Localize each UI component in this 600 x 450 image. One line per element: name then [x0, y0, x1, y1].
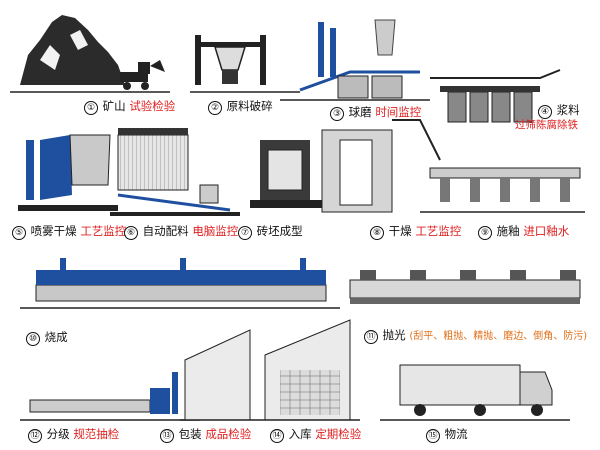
slurry-tanks-illustration: [430, 69, 561, 123]
step-13-number: ⑬: [160, 429, 174, 443]
step-14-note: 定期检验: [315, 427, 362, 441]
step-13-title: 包装: [178, 427, 202, 441]
glazing-line-illustration: [420, 167, 585, 213]
crusher-illustration: [190, 35, 300, 93]
step-12-title: 分级: [46, 427, 70, 441]
step-12-number: ⑫: [28, 429, 42, 443]
step-3-number: ③: [330, 107, 344, 121]
step-3-caption: ③ 球磨 时间监控: [330, 105, 421, 121]
step-14-number: ⑭: [270, 429, 284, 443]
step-1-number: ①: [84, 101, 98, 115]
step-5-note: 工艺监控: [80, 224, 127, 238]
step-1-title: 矿山: [102, 99, 126, 113]
step-5-title: 喷雾干燥: [30, 224, 77, 238]
polishing-line-illustration: [349, 270, 581, 304]
step-8-title: 干燥: [388, 224, 412, 238]
step-11-title: 抛光: [382, 328, 406, 342]
sorting-packing-illustration: [20, 372, 200, 421]
step-8-number: ⑧: [370, 226, 384, 240]
step-11-note: (刮平、粗抛、精抛、磨边、倒角、防污): [409, 331, 588, 342]
step-1-note: 试验检验: [129, 99, 176, 113]
step-6-note: 电脑监控: [192, 224, 239, 238]
step-10-title: 烧成: [44, 330, 68, 344]
step-11-number: ⑪: [364, 330, 378, 344]
spray-dryer-illustration: [18, 134, 118, 211]
step-14-title: 入库: [288, 427, 312, 441]
step-13-caption: ⑬ 包装 成品检验: [160, 427, 251, 443]
step-15-caption: ⑮ 物流: [426, 427, 468, 443]
step-9-note: 进口釉水: [523, 224, 570, 238]
step-11-caption: ⑪ 抛光 (刮平、粗抛、精抛、磨边、倒角、防污): [364, 328, 587, 344]
step-4-caption: ④ 浆料: [538, 103, 580, 119]
step-5-number: ⑤: [12, 226, 26, 240]
step-12-note: 规范抽检: [73, 427, 120, 441]
step-9-number: ⑨: [478, 226, 492, 240]
kiln-illustration: [20, 258, 340, 309]
step-13-note: 成品检验: [205, 427, 252, 441]
step-7-caption: ⑦ 砖坯成型: [238, 224, 303, 240]
step-2-title: 原料破碎: [226, 99, 273, 113]
step-9-caption: ⑨ 施釉 进口釉水: [478, 224, 569, 240]
step-10-caption: ⑩ 烧成: [26, 330, 68, 346]
logistics-truck-illustration: [380, 364, 570, 421]
step-8-caption: ⑧ 干燥 工艺监控: [370, 224, 461, 240]
batching-silos-illustration: [110, 128, 240, 216]
step-6-number: ⑥: [124, 226, 138, 240]
excavator-truck: [120, 60, 165, 90]
step-3-title: 球磨: [348, 105, 372, 119]
step-7-number: ⑦: [238, 226, 252, 240]
step-3-note: 时间监控: [375, 105, 422, 119]
dryer-illustration: [321, 119, 441, 213]
step-15-number: ⑮: [426, 429, 440, 443]
ball-mill-illustration: [280, 19, 430, 101]
step-6-caption: ⑥ 自动配料 电脑监控: [124, 224, 238, 240]
step-15-title: 物流: [444, 427, 468, 441]
step-4-number: ④: [538, 105, 552, 119]
step-9-title: 施釉: [496, 224, 520, 238]
step-4-title: 浆料: [556, 103, 580, 117]
step-10-number: ⑩: [26, 332, 40, 346]
step-7-title: 砖坯成型: [256, 224, 303, 238]
step-14-caption: ⑭ 入库 定期检验: [270, 427, 361, 443]
step-8-note: 工艺监控: [415, 224, 462, 238]
step-4-note: 过筛陈腐除铁: [515, 119, 578, 131]
step-5-caption: ⑤ 喷雾干燥 工艺监控: [12, 224, 126, 240]
step-12-caption: ⑫ 分级 规范抽检: [28, 427, 119, 443]
step-6-title: 自动配料: [142, 224, 189, 238]
step-1-caption: ① 矿山 试验检验: [84, 99, 175, 115]
tile-press-illustration: [250, 140, 330, 208]
step-2-caption: ② 原料破碎: [208, 99, 273, 115]
step-2-number: ②: [208, 101, 222, 115]
warehouse-illustration: [180, 319, 360, 421]
mine-illustration: [10, 15, 170, 93]
